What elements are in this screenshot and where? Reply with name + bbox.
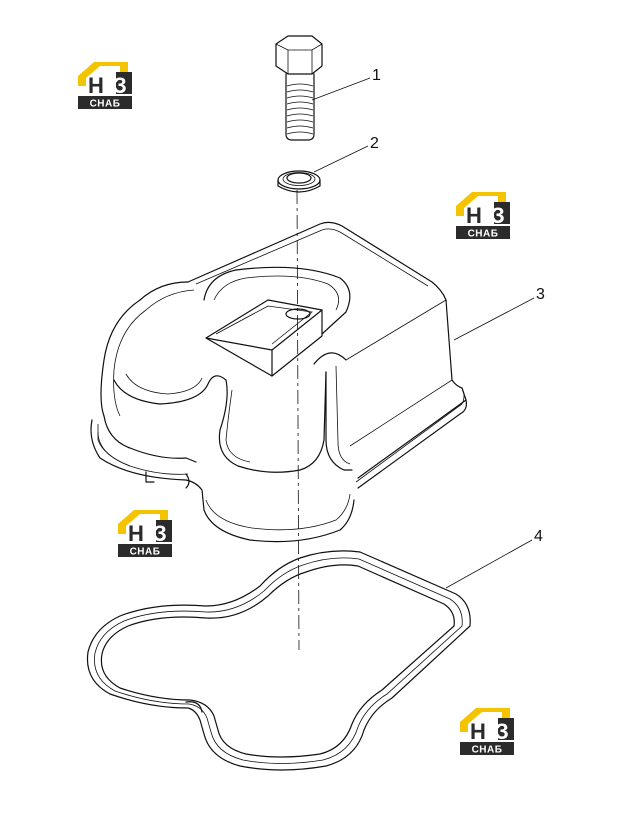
watermark-logo: [456, 192, 510, 240]
washer-part: [277, 170, 321, 193]
gasket-part: [86, 550, 471, 771]
callout-1-label: 1: [372, 67, 381, 84]
watermark-logo: [118, 510, 172, 558]
callout-2: 2: [313, 135, 379, 173]
watermark-logo: [460, 708, 514, 756]
callout-4: 4: [445, 528, 543, 589]
callout-3-label: 3: [536, 286, 545, 303]
callout-4-label: 4: [534, 528, 543, 545]
watermark-logo: [78, 62, 132, 110]
center-axis-line: [296, 189, 300, 651]
callout-3: 3: [453, 286, 545, 341]
callout-2-label: 2: [370, 135, 379, 152]
valve-cover-part: [90, 221, 467, 543]
callout-1: 1: [311, 67, 381, 101]
bolt-part: [275, 35, 323, 141]
